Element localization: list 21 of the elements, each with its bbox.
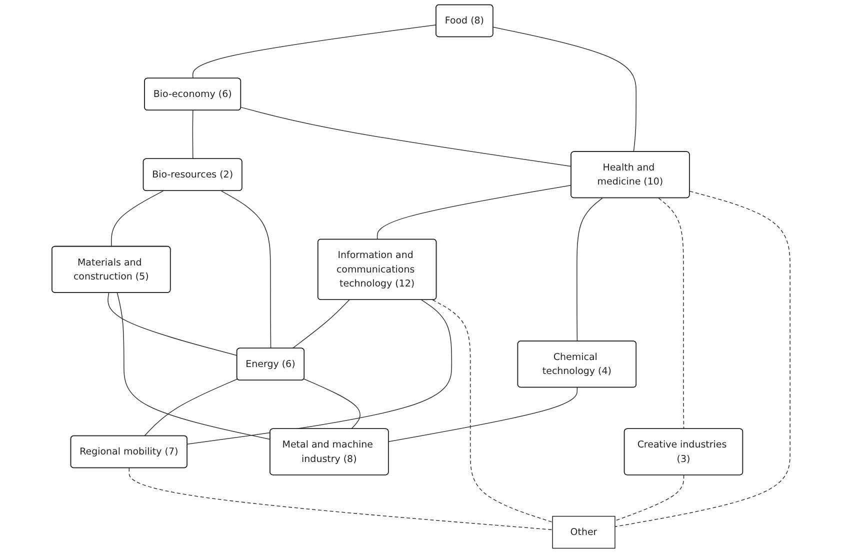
connector <box>111 190 164 247</box>
connector <box>144 378 238 436</box>
connector <box>376 184 572 240</box>
connector <box>108 292 238 356</box>
connector <box>576 198 603 342</box>
connector <box>220 190 272 349</box>
connector <box>192 110 194 160</box>
connector <box>128 468 553 530</box>
connector <box>186 300 452 445</box>
connector <box>116 292 271 440</box>
node-box: Other <box>552 516 616 549</box>
connector <box>304 378 360 430</box>
connector <box>292 300 350 349</box>
connector <box>240 106 572 167</box>
connector <box>614 190 790 528</box>
connector <box>388 387 578 442</box>
connector <box>658 198 684 430</box>
connector <box>492 26 636 152</box>
connector <box>432 300 553 523</box>
connector <box>614 474 684 522</box>
connector <box>192 24 437 79</box>
